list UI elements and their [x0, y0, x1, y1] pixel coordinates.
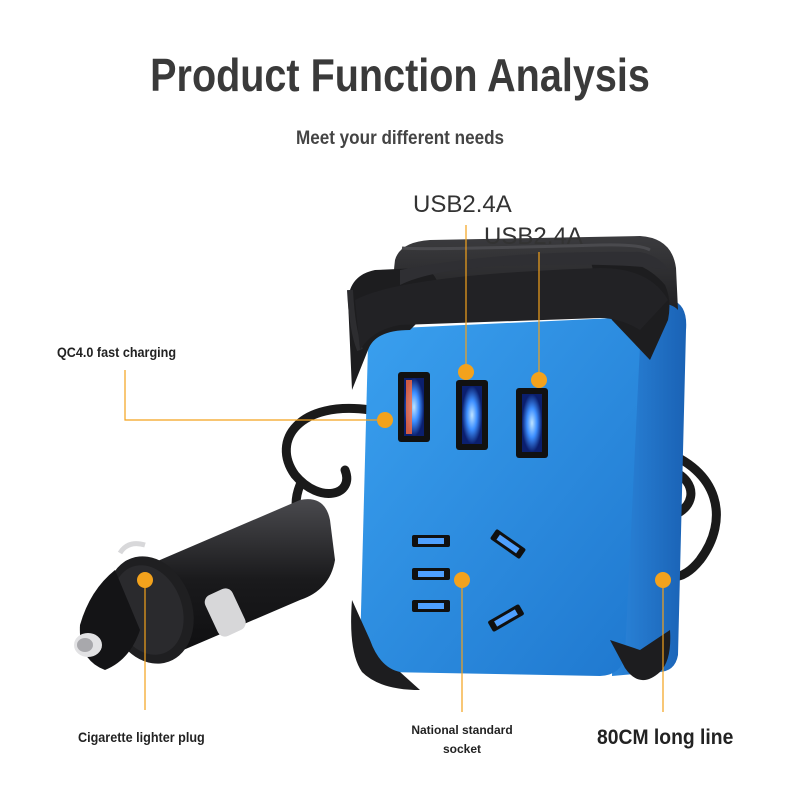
callout-dot-socket	[454, 572, 470, 588]
callout-dot-usb-a	[458, 364, 474, 380]
callout-dot-cable	[655, 572, 671, 588]
page-title: Product Function Analysis	[150, 49, 650, 101]
callout-dot-qc	[377, 412, 393, 428]
ac-socket	[412, 529, 526, 632]
socket-label-line2: socket	[442, 742, 482, 756]
plug-label: Cigarette lighter plug	[78, 729, 205, 745]
qc-label: QC4.0 fast charging	[57, 344, 177, 360]
usb-port-qc	[398, 372, 430, 442]
socket-label-line1: National standard	[411, 723, 513, 737]
cable-label: 80CM long line	[597, 726, 734, 749]
callout-lines	[124, 225, 664, 712]
usb-port-1	[456, 380, 488, 450]
usb-label-1: USB2.4A	[413, 191, 512, 218]
callout-dot-plug	[137, 572, 153, 588]
charger-body	[347, 236, 687, 690]
callout-dot-usb-b	[531, 372, 547, 388]
usb-port-2	[516, 388, 548, 458]
usb-label-2: USB2.4A	[484, 223, 583, 250]
socket-label: National standard socket	[402, 721, 522, 759]
cigarette-plug	[74, 499, 335, 670]
page-subtitle: Meet your different needs	[295, 128, 505, 149]
